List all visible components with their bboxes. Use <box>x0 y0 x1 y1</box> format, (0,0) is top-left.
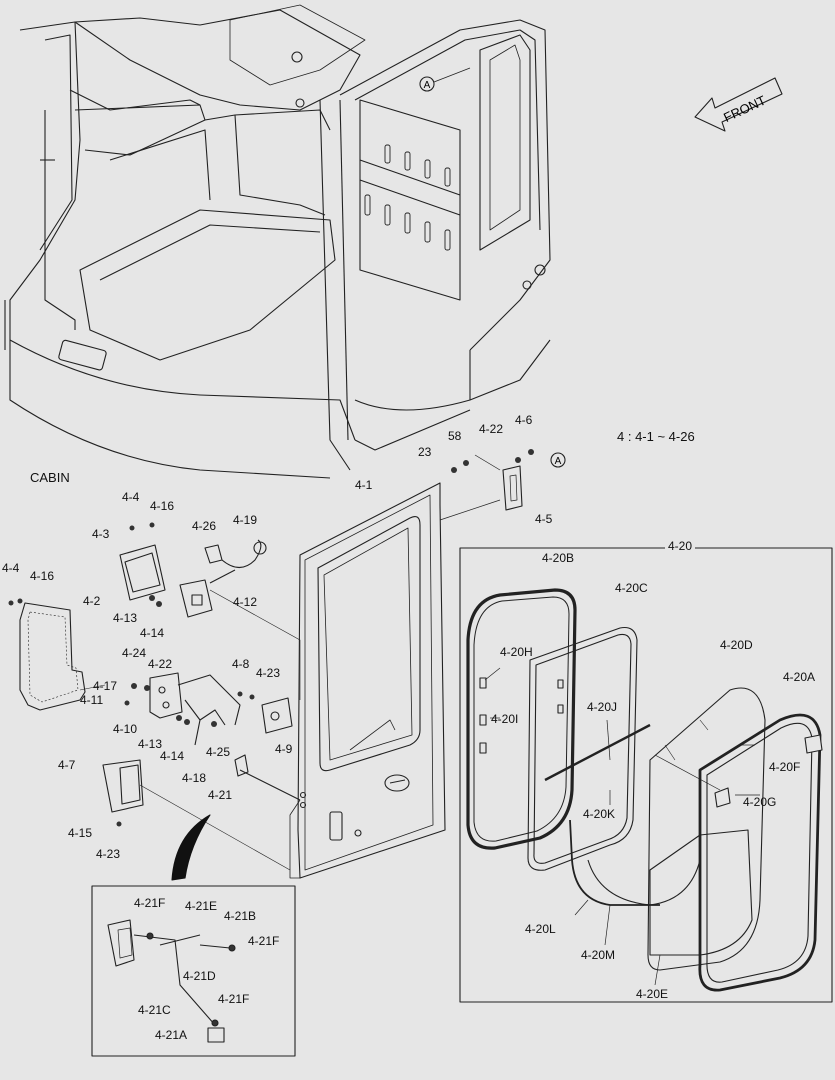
label-4-8: 4-8 <box>232 657 250 671</box>
label-4-20E: 4-20E <box>636 987 669 1001</box>
label-4-20K: 4-20K <box>583 807 616 821</box>
label-4-21F-2: 4-21F <box>248 934 280 948</box>
label-4-20D: 4-20D <box>720 638 753 652</box>
label-4-22b: 4-22 <box>148 657 173 671</box>
label-4-4a: 4-4 <box>122 490 140 504</box>
callout-pointer <box>171 814 211 881</box>
label-4-1: 4-1 <box>355 478 373 492</box>
label-4-21D: 4-21D <box>183 969 216 983</box>
label-4-16b: 4-16 <box>30 569 55 583</box>
inset-group-label: 4-20 <box>665 539 696 553</box>
label-4-14b: 4-14 <box>160 749 185 763</box>
label-4-15: 4-15 <box>68 826 93 840</box>
front-label: FRONT <box>721 93 768 126</box>
cabin-door <box>289 482 446 879</box>
label-4-11: 4-11 <box>80 693 104 707</box>
label-4-20I: 4-20I <box>491 712 519 726</box>
label-4-6: 4-6 <box>515 413 533 427</box>
label-4-13a: 4-13 <box>113 611 138 625</box>
label-4-20C: 4-20C <box>615 581 648 595</box>
cabin-label: CABIN <box>30 470 70 485</box>
label-4-5: 4-5 <box>535 512 553 526</box>
label-4-21F-3: 4-21F <box>218 992 250 1006</box>
inset-4-20 <box>459 547 833 1003</box>
label-4-23b: 4-23 <box>96 847 121 861</box>
cabin-frame <box>4 4 551 479</box>
label-4-20A: 4-20A <box>783 670 816 684</box>
label-4-2: 4-2 <box>83 594 101 608</box>
label-4-16a: 4-16 <box>150 499 175 513</box>
label-4-19: 4-19 <box>233 513 258 527</box>
label-4-14a: 4-14 <box>140 626 165 640</box>
label-4-22a: 4-22 <box>479 422 504 436</box>
label-4-20G: 4-20G <box>743 795 777 809</box>
label-4-10: 4-10 <box>113 722 138 736</box>
label-58: 58 <box>448 429 462 443</box>
label-4-21A: 4-21A <box>155 1028 188 1042</box>
label-4-7: 4-7 <box>58 758 76 772</box>
front-arrow-icon <box>694 77 783 132</box>
label-4-25: 4-25 <box>206 745 231 759</box>
label-4-21F-1: 4-21F <box>134 896 166 910</box>
label-4-18: 4-18 <box>182 771 207 785</box>
door-hardware <box>8 449 566 871</box>
label-4-20J: 4-20J <box>587 700 618 714</box>
label-4-20F: 4-20F <box>769 760 801 774</box>
label-4-23a: 4-23 <box>256 666 281 680</box>
label-23: 23 <box>418 445 432 459</box>
ref-marker-a-top: A <box>424 80 431 91</box>
label-4-20L: 4-20L <box>525 922 556 936</box>
inset-4-21 <box>91 885 296 1057</box>
label-4-12: 4-12 <box>233 595 258 609</box>
label-4-24: 4-24 <box>122 646 147 660</box>
label-4-21C: 4-21C <box>138 1003 171 1017</box>
label-4-21B: 4-21B <box>224 909 257 923</box>
label-4-20H: 4-20H <box>500 645 533 659</box>
label-4-13b: 4-13 <box>138 737 163 751</box>
label-4-3: 4-3 <box>92 527 110 541</box>
label-4-26: 4-26 <box>192 519 217 533</box>
label-4-9: 4-9 <box>275 742 293 756</box>
label-4-21E: 4-21E <box>185 899 218 913</box>
label-4-4b: 4-4 <box>2 561 20 575</box>
label-4-20B: 4-20B <box>542 551 575 565</box>
ref-marker-a-bottom: A <box>555 456 562 467</box>
label-4-17: 4-17 <box>93 679 118 693</box>
label-4-21: 4-21 <box>208 788 233 802</box>
label-4-20M: 4-20M <box>581 948 616 962</box>
page-summary: 4 : 4-1 ~ 4-26 <box>617 429 695 444</box>
